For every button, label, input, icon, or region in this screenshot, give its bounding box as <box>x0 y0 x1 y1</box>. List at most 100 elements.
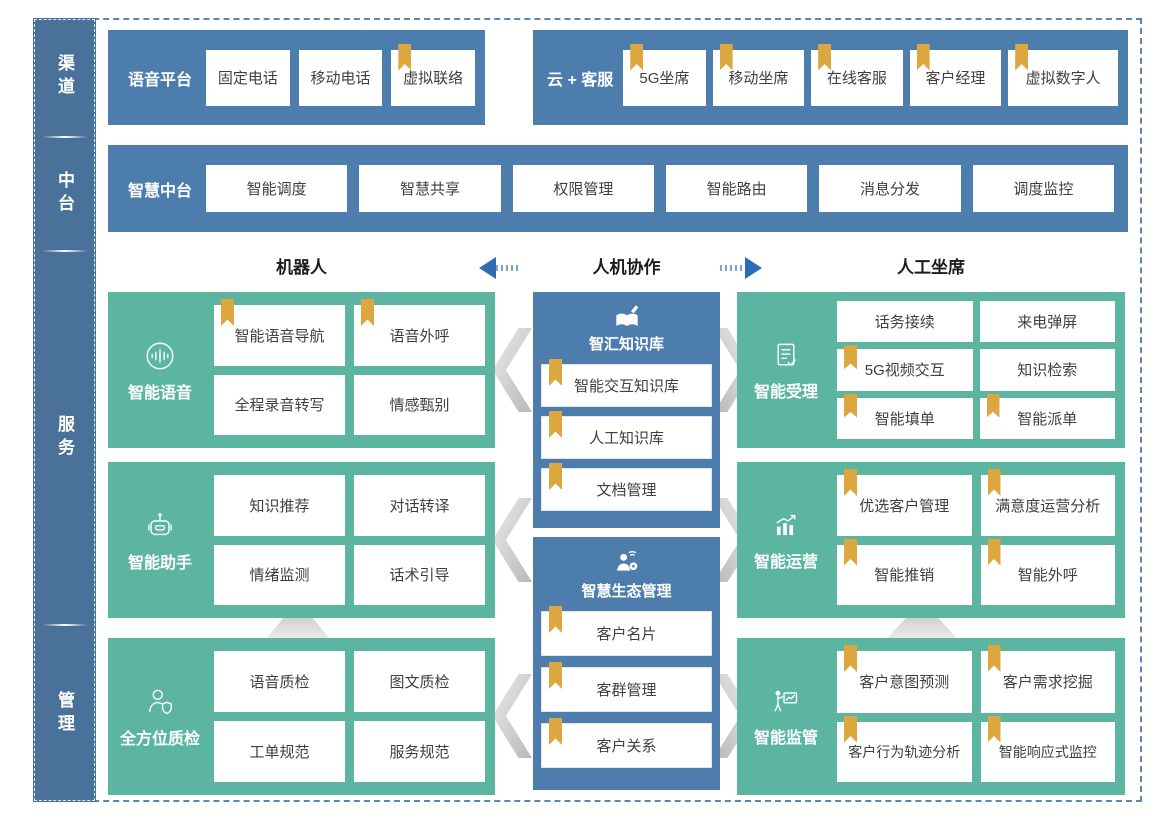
block-label: 智能运营 <box>737 462 835 618</box>
feature-cell: 移动坐席 <box>712 43 805 106</box>
feature-cell: 话术引导 <box>354 544 485 605</box>
feature-cell: 客户行为轨迹分析 <box>837 715 972 782</box>
block-smart-assistant: 智能助手 知识推荐 对话转译 情绪监测 话术引导 <box>108 462 495 618</box>
box-group: 智能语音导航 语音外呼 全程录音转写 情感甄别 <box>212 292 495 448</box>
bookmark-icon <box>916 43 930 71</box>
feature-cell: 语音质检 <box>214 651 345 712</box>
feature-cell: 智能外呼 <box>980 538 1115 605</box>
box-group: 客户名片 客群管理 客户关系 <box>533 606 720 778</box>
block-cloud-service: 云 + 客服 5G坐席 移动坐席 在线客服 客户经理 虚拟数字人 <box>533 30 1128 125</box>
feature-cell: 权限管理 <box>512 165 654 212</box>
ecosystem-icon <box>616 547 637 571</box>
feature-cell: 满意度运营分析 <box>980 469 1115 536</box>
sidebar-label: 渠道 <box>55 54 74 100</box>
block-smart-voice: 智能语音 智能语音导航 语音外呼 全程录音转写 情感甄别 <box>108 292 495 448</box>
feature-cell: 智慧共享 <box>359 165 501 212</box>
block-smart-operations: 智能运营 优选客户管理 满意度运营分析 智能推销 智能外呼 <box>737 462 1125 618</box>
box-group: 智能调度 智慧共享 权限管理 智能路由 消息分发 调度监控 <box>206 165 1128 212</box>
sidebar-item-service: 服务 <box>33 252 96 624</box>
bookmark-icon <box>987 469 1001 496</box>
box-group: 知识推荐 对话转译 情绪监测 话术引导 <box>212 462 495 618</box>
feature-cell: 客户意图预测 <box>837 645 972 713</box>
block-title: 智慧中台 <box>128 182 193 200</box>
feature-cell: 在线客服 <box>811 43 903 106</box>
block-title: 智能助手 <box>127 554 192 572</box>
bookmark-icon <box>844 538 857 566</box>
box-group: 5G坐席 移动坐席 在线客服 客户经理 虚拟数字人 <box>623 43 1128 106</box>
bookmark-icon <box>844 393 857 418</box>
header-robot: 机器人 <box>276 257 327 277</box>
block-title: 智汇知识库 <box>588 336 664 353</box>
feature-cell: 人工知识库 <box>541 411 712 459</box>
block-label: 智慧生态管理 <box>533 537 720 609</box>
sidebar-label: 管理 <box>55 691 74 737</box>
bookmark-icon <box>844 469 857 496</box>
feature-cell: 智能调度 <box>206 165 348 212</box>
box-group: 客户意图预测 客户需求挖掘 客户行为轨迹分析 智能响应式监控 <box>835 638 1125 795</box>
bookmark-icon <box>986 393 1000 418</box>
sidebar-item-channel: 渠道 <box>33 18 96 136</box>
block-label: 智能监管 <box>737 638 835 795</box>
feature-cell: 知识推荐 <box>214 475 345 536</box>
feature-cell: 客群管理 <box>541 662 712 712</box>
feature-cell: 5G坐席 <box>623 43 706 106</box>
feature-cell: 智能交互知识库 <box>541 359 712 407</box>
feature-cell: 文档管理 <box>541 463 712 511</box>
bookmark-icon <box>987 715 1001 743</box>
box-group: 固定电话 移动电话 虚拟联络 <box>206 43 485 106</box>
bookmark-icon <box>549 411 562 438</box>
bookmark-icon <box>844 715 857 743</box>
feature-cell: 智能填单 <box>837 393 973 439</box>
bookmark-icon <box>549 606 562 633</box>
feature-cell: 调度监控 <box>972 165 1114 212</box>
feature-cell: 客户名片 <box>541 606 712 656</box>
feature-cell: 移动电话 <box>298 49 383 106</box>
block-title: 智能监管 <box>753 730 818 747</box>
block-title: 智能受理 <box>753 383 818 401</box>
bookmark-icon <box>549 359 562 386</box>
block-knowledge-base: 智汇知识库 智能交互知识库 人工知识库 文档管理 <box>533 292 720 528</box>
bookmark-icon <box>549 718 562 745</box>
header-collaboration: 人机协作 <box>592 257 661 277</box>
sidebar-divider <box>41 250 88 252</box>
block-smart-supervision: 智能监管 客户意图预测 客户需求挖掘 客户行为轨迹分析 智能响应式监控 <box>737 638 1125 795</box>
bookmark-icon <box>987 538 1001 566</box>
bookmark-icon <box>398 43 412 71</box>
feature-cell: 虚拟数字人 <box>1008 43 1118 106</box>
sidebar-label: 服务 <box>55 415 74 461</box>
block-title: 智能运营 <box>753 553 818 571</box>
inspector-icon <box>142 684 178 720</box>
feature-cell: 客户经理 <box>909 43 1002 106</box>
feature-cell: 客户关系 <box>541 718 712 768</box>
sidebar-label: 中台 <box>55 171 74 217</box>
feature-cell: 对话转译 <box>354 475 485 536</box>
feature-cell: 智能派单 <box>979 393 1115 439</box>
sidebar-divider <box>41 136 88 138</box>
feature-cell: 智能语音导航 <box>214 299 345 366</box>
block-title: 云 + 客服 <box>547 71 614 89</box>
feature-cell: 虚拟联络 <box>391 43 475 106</box>
supervision-icon <box>769 690 803 719</box>
feature-cell: 客户需求挖掘 <box>980 645 1115 713</box>
knowledge-icon <box>615 305 638 326</box>
block-label: 全方位质检 <box>108 638 212 795</box>
bookmark-icon <box>630 43 644 71</box>
arrow-left-icon <box>479 257 521 279</box>
feature-cell: 服务规范 <box>354 721 485 782</box>
box-group: 话务接续 来电弹屏 5G视频交互 知识检索 智能填单 智能派单 <box>835 292 1125 448</box>
feature-cell: 优选客户管理 <box>837 469 972 536</box>
feature-cell: 5G视频交互 <box>837 345 973 391</box>
block-title: 全方位质检 <box>119 731 200 748</box>
feature-cell: 全程录音转写 <box>214 374 345 435</box>
feature-cell: 情绪监测 <box>214 544 345 605</box>
feature-cell: 情感甄别 <box>354 374 485 435</box>
feature-cell: 智能路由 <box>666 165 808 212</box>
feature-cell: 知识检索 <box>979 349 1115 391</box>
block-title: 智慧生态管理 <box>581 583 672 600</box>
feature-cell: 智能推销 <box>837 538 972 605</box>
sidebar-item-middle-platform: 中台 <box>33 138 96 250</box>
feature-cell: 来电弹屏 <box>979 301 1115 343</box>
block-label: 智能受理 <box>737 292 835 448</box>
layer-sidebar: 渠道 中台 服务 管理 <box>33 18 96 802</box>
